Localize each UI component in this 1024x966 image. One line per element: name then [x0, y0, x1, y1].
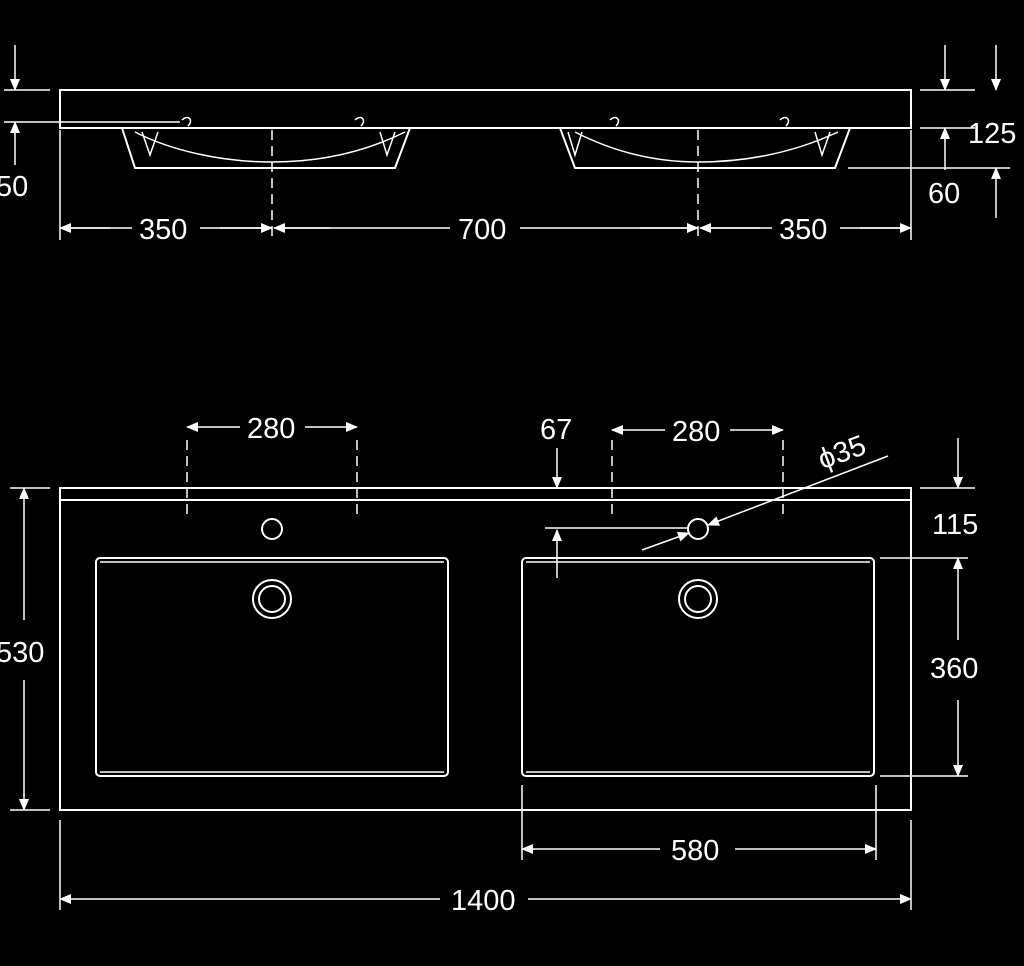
left-tap-hole — [261, 518, 283, 540]
top-left-basin — [95, 557, 449, 777]
dim-side-right-thickness: 125 — [968, 118, 1016, 150]
side-left-overflow — [141, 131, 396, 158]
dim-side-span-center: 700 — [458, 214, 506, 246]
top-countertop — [59, 487, 912, 811]
dim-side-right-bowl-depth: 60 — [928, 178, 960, 210]
right-drain-outer — [678, 579, 718, 619]
side-right-overflow — [567, 131, 831, 158]
dim-top-tap-left: 280 — [247, 413, 295, 445]
dim-top-hole-diameter: ϕ35 — [814, 429, 871, 476]
right-drain-inner — [684, 585, 712, 613]
left-drain-inner — [258, 585, 286, 613]
dim-top-depth: 530 — [0, 637, 44, 669]
top-view: 280 67 280 ϕ35 115 360 530 580 — [0, 413, 978, 917]
dim-top-back-offset: 67 — [540, 414, 572, 446]
side-left-bowl-curve — [134, 131, 406, 163]
dim-top-basin-width: 580 — [671, 835, 719, 867]
side-left-basin — [121, 127, 411, 169]
side-countertop — [59, 89, 912, 129]
side-left-tap-marks — [181, 116, 365, 127]
top-right-basin — [521, 557, 875, 777]
dim-side-span-left: 350 — [139, 214, 187, 246]
side-right-tap-marks — [609, 116, 790, 127]
right-tap-hole — [687, 518, 709, 540]
dim-top-tap-right: 280 — [672, 416, 720, 448]
dim-side-left-height: 50 — [0, 171, 28, 203]
dim-top-total-width: 1400 — [451, 885, 516, 917]
dim-top-basin-length: 360 — [930, 653, 978, 685]
dim-side-span-right: 350 — [779, 214, 827, 246]
dim-top-to-basin: 115 — [932, 509, 978, 541]
side-right-bowl-curve — [574, 131, 839, 163]
side-right-basin — [559, 127, 851, 169]
side-view: 50 125 60 350 700 350 — [0, 45, 1016, 246]
left-drain-outer — [252, 579, 292, 619]
